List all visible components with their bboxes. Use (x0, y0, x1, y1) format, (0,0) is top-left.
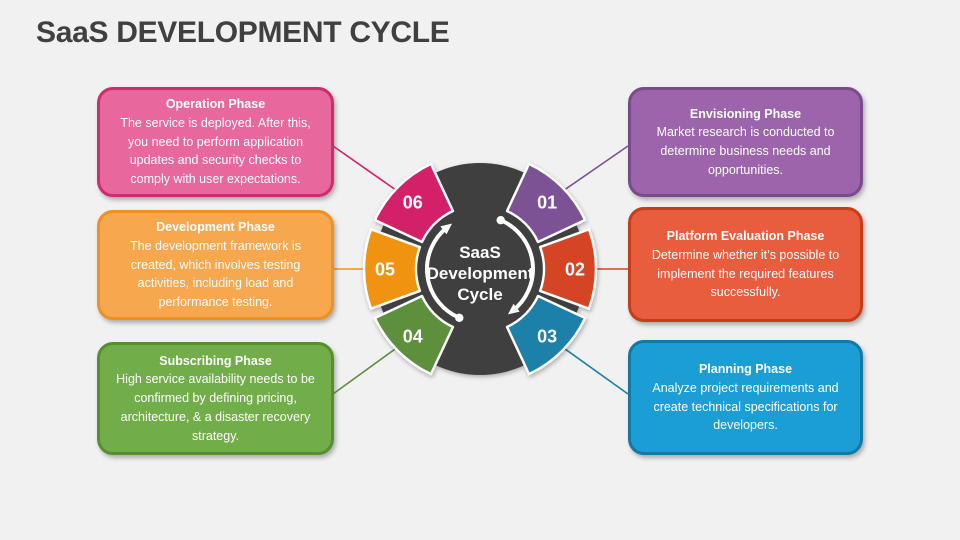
phase-numbers: 01 02 03 04 05 06 (375, 192, 585, 346)
phase-title-development: Development Phase (156, 220, 275, 235)
phase-desc-planning: Analyze project requirements and create … (652, 380, 839, 433)
cycle-arrow-dot (455, 313, 464, 322)
phase-number-06: 06 (403, 192, 423, 212)
phase-number-02: 02 (565, 260, 585, 280)
wedge-group (362, 162, 598, 376)
phase-box-envisioning: Envisioning Phase Market research is con… (628, 87, 863, 197)
cycle-arrow-right (498, 218, 535, 315)
wedge-01 (505, 162, 587, 244)
phase-box-planning: Planning Phase Analyze project requireme… (628, 340, 863, 455)
cycle-arrows (425, 216, 535, 322)
phase-title-planning: Planning Phase (698, 362, 793, 376)
phase-box-operation: Operation Phase The service is deployed.… (97, 87, 334, 197)
wedge-05 (362, 228, 422, 310)
cycle-arrow-dot (496, 216, 505, 225)
phase-title-operation: Operation Phase (165, 97, 266, 112)
phase-desc-platform-evaluation: Determine whether it’s possible to imple… (651, 247, 840, 300)
phase-box-subscribing: Subscribing Phase High service availabil… (97, 342, 334, 455)
phase-number-01: 01 (537, 192, 557, 212)
phase-number-03: 03 (537, 327, 557, 347)
cycle-arrow-left (425, 223, 462, 320)
wedge-04 (373, 294, 455, 376)
wedge-06 (373, 162, 455, 244)
wedge-03 (505, 294, 587, 376)
phase-number-05: 05 (375, 260, 395, 280)
phase-title-subscribing: Subscribing Phase (159, 353, 272, 368)
phase-box-development: Development Phase The development framew… (97, 210, 334, 320)
phase-desc-subscribing: High service availability needs to be co… (116, 372, 315, 443)
phase-box-platform-evaluation: Platform Evaluation Phase Determine whet… (628, 207, 863, 322)
phase-number-04: 04 (403, 327, 423, 347)
phase-desc-operation: The service is deployed. After this, you… (120, 115, 311, 187)
phase-title-envisioning: Envisioning Phase (689, 106, 802, 121)
phase-desc-envisioning: Market research is conducted to determin… (656, 125, 835, 177)
phase-title-platform-evaluation: Platform Evaluation Phase (666, 229, 825, 243)
wedge-02 (538, 228, 598, 310)
phase-desc-development: The development framework is created, wh… (130, 238, 301, 310)
page-title: SaaS DEVELOPMENT CYCLE (36, 16, 450, 49)
